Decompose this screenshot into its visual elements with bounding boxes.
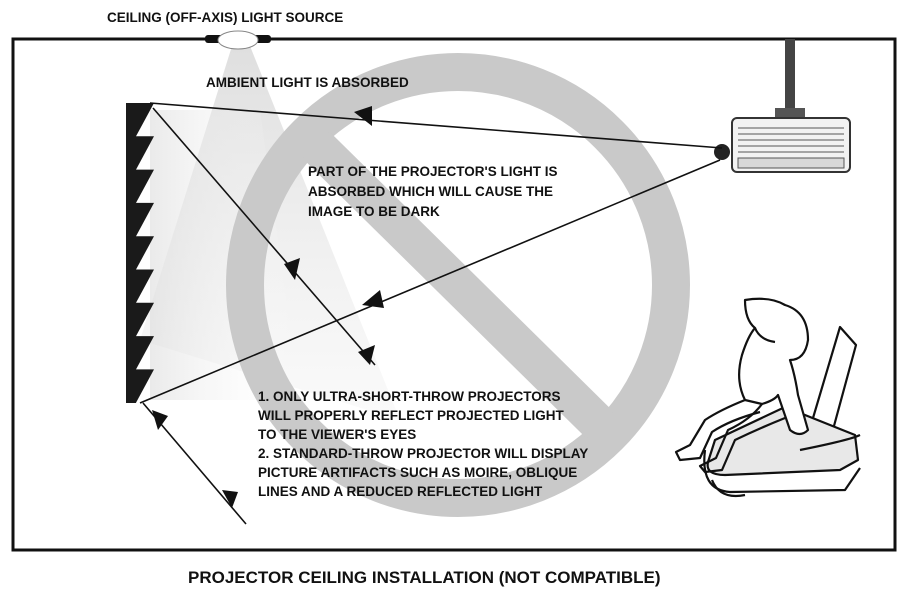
screen-tooth [136,169,154,203]
arrowhead-5 [152,410,168,430]
note-line-1: 1. ONLY ULTRA-SHORT-THROW PROJECTORS [258,389,561,404]
projector-icon [714,39,851,173]
arrowhead-2 [284,258,300,280]
ray-projector-to-screen-bottom [139,159,721,404]
ray-projector-to-screen-top [149,102,723,149]
light-source-label: CEILING (OFF-AXIS) LIGHT SOURCE [107,10,343,25]
light-rays [139,102,723,525]
no-symbol-icon [226,53,690,517]
screen-tooth [136,369,154,403]
screen-tooth [136,302,154,337]
note-line-4: 2. STANDARD-THROW PROJECTOR WILL DISPLAY [258,446,588,461]
note-line-5: PICTURE ARTIFACTS SUCH AS MOIRE, OBLIQUE [258,465,577,480]
arrowhead-3 [358,345,375,365]
seated-viewer-icon [674,297,861,498]
absorbed-line-1: PART OF THE PROJECTOR'S LIGHT IS [308,164,557,179]
note-line-6: LINES AND A REDUCED REFLECTED LIGHT [258,484,543,499]
screen-tooth [136,103,154,137]
figure-caption: PROJECTOR CEILING INSTALLATION (NOT COMP… [188,568,661,587]
arrowheads [152,106,384,508]
ray-screen-top-reflect [152,107,376,366]
note-line-3: TO THE VIEWER'S EYES [258,427,416,442]
absorbed-line-2: ABSORBED WHICH WILL CAUSE THE [308,184,553,199]
note-line-2: WILL PROPERLY REFLECT PROJECTED LIGHT [258,408,565,423]
screen-tooth [136,202,154,237]
ambient-light-label: AMBIENT LIGHT IS ABSORBED [206,75,409,90]
absorbed-line-3: IMAGE TO BE DARK [308,204,440,219]
ceiling-lamp-icon [205,30,271,50]
arrowhead-4 [362,290,384,308]
arrowhead-1 [354,106,372,126]
arrowhead-6 [222,490,238,508]
screen-teeth [136,103,154,403]
screen-tooth [136,269,154,303]
screen-tooth [136,236,154,270]
screen-tooth [136,136,154,170]
screen-tooth [136,336,154,370]
serrated-screen-icon [126,103,154,403]
